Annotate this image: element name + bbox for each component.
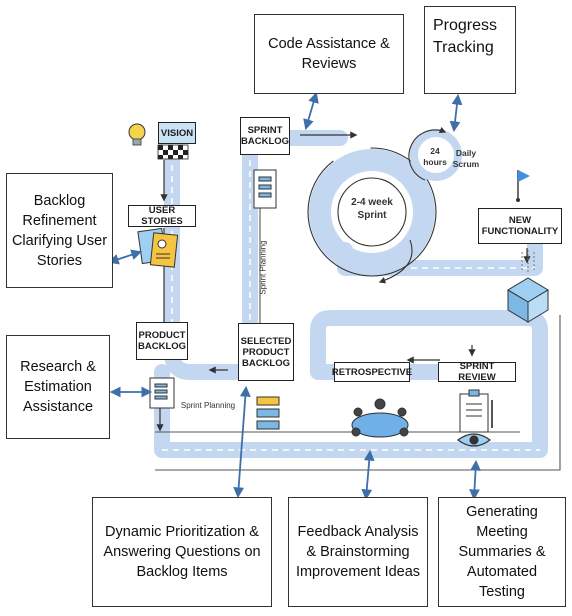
generating-meeting-label: Generating Meeting Summaries & Automated… [458,504,546,600]
selected-backlog-stack-icon [256,396,280,430]
eye-icon [456,433,492,447]
increment-box-icon [507,250,549,323]
backlog-refinement-box: Backlog Refinement Clarifying User Stori… [6,173,113,288]
generating-meeting-box: Generating Meeting Summaries & Automated… [438,497,566,607]
dynamic-prioritization-box: Dynamic Prioritization & Answering Quest… [92,497,272,607]
flag-icon [516,170,530,202]
sprint-planning-label-horizontal: Sprint Planning [180,401,236,410]
feedback-analysis-label: Feedback Analysis & Brainstorming Improv… [295,524,421,580]
research-estimation-label: Research & Estimation Assistance [20,359,96,415]
code-assistance-box: Code Assistance & Reviews [254,14,404,94]
product-backlog-label: PRODUCT BACKLOG [136,322,188,360]
new-functionality-label: NEW FUNCTIONALITY [478,208,562,244]
ai-connectors [107,91,481,501]
daily-scrum-label: Daily Scrum [452,148,480,169]
retrospective-label: RETROSPECTIVE [332,362,412,382]
lightbulb-icon [128,123,146,146]
meeting-table-icon [351,398,409,438]
vision-label: VISION [158,122,196,144]
sprint-review-label: SPRINT REVIEW [438,361,516,383]
sprint-planning-label-vertical: Sprint Planning [258,240,268,295]
dynamic-prioritization-label: Dynamic Prioritization & Answering Quest… [103,524,261,580]
daily-scrum-loop [408,126,462,181]
research-estimation-box: Research & Estimation Assistance [6,335,110,439]
feedback-analysis-box: Feedback Analysis & Brainstorming Improv… [288,497,428,607]
user-story-cards-icon [137,227,179,268]
backlog-refinement-label: Backlog Refinement Clarifying User Stori… [11,192,108,269]
user-stories-label: USER STORIES [128,205,196,227]
selected-product-backlog-label: SELECTED PRODUCT BACKLOG [238,323,294,381]
review-clipboard-icon [459,389,493,433]
sprint-length-label: 2-4 week Sprint [351,197,393,221]
code-assistance-label: Code Assistance & Reviews [268,36,390,72]
checkered-flag-icon [157,144,189,160]
progress-tracking-label: Progress Tracking [433,17,498,56]
sprint-backlog-label: SPRINT BACKLOG [240,117,290,155]
progress-tracking-box: Progress Tracking [424,6,516,94]
daily-period-label: 24 hours [423,146,447,167]
sprint-backlog-document-icon [253,169,277,209]
product-backlog-document-icon [149,377,175,409]
sprint-spiral [300,131,437,284]
